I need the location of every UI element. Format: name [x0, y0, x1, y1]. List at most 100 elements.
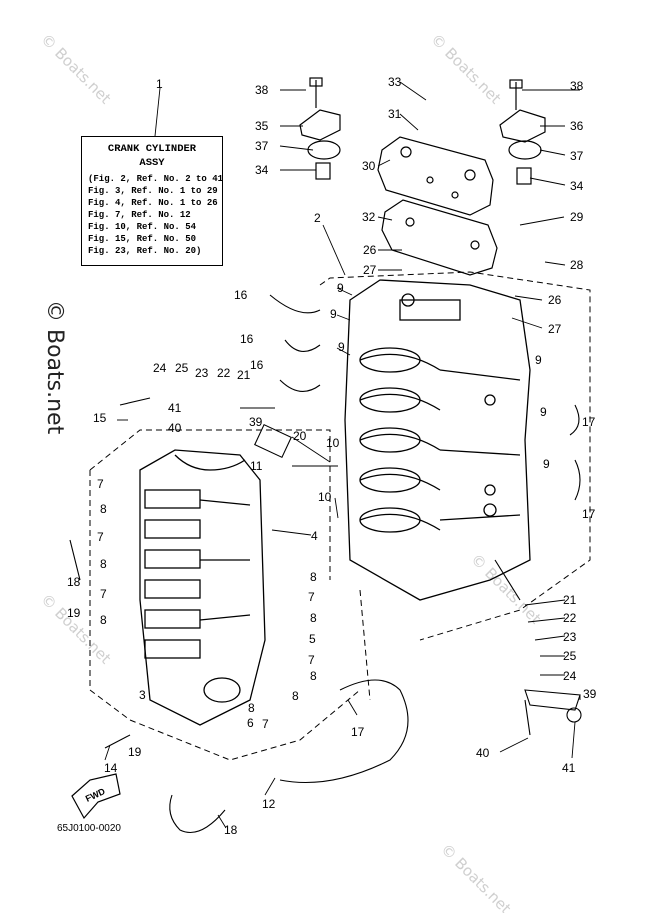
callout-1: 1 [156, 77, 163, 91]
forward-arrow-icon [71, 773, 121, 820]
cylinder-block [139, 449, 266, 726]
callout-41: 41 [562, 761, 576, 775]
callout-34: 34 [570, 179, 584, 193]
callout-8: 8 [100, 557, 107, 571]
callout-39: 39 [249, 415, 263, 429]
callout-31: 31 [388, 107, 402, 121]
cylinder-cover [377, 136, 494, 216]
callout-17: 17 [582, 507, 596, 521]
callout-14: 14 [104, 761, 118, 775]
callout-9: 9 [338, 340, 345, 354]
callout-17: 17 [351, 725, 365, 739]
part-callouts: 1 2 3 4 5 6 7 7 7 7 7 7 8 8 8 8 8 8 8 8 … [67, 75, 597, 837]
callout-8: 8 [310, 669, 317, 683]
callout-33: 33 [388, 75, 402, 89]
watermark: © Boats.net [37, 30, 115, 108]
callout-8: 8 [100, 502, 107, 516]
callout-7: 7 [97, 530, 104, 544]
assembly-reference-line: Fig. 10, Ref. No. 54 [88, 222, 197, 232]
callout-16: 16 [250, 358, 264, 372]
callout-7: 7 [100, 587, 107, 601]
assembly-title: CRANK CYLINDER [107, 143, 197, 155]
drawing-code: 65J0100-0020 [57, 823, 121, 834]
assembly-reference-line: Fig. 7, Ref. No. 12 [88, 210, 191, 220]
callout-34: 34 [255, 163, 269, 177]
watermark: © Boats.net [467, 550, 545, 628]
callout-15: 15 [93, 411, 107, 425]
callout-8: 8 [100, 613, 107, 627]
callout-29: 29 [570, 210, 584, 224]
callout-9: 9 [337, 281, 344, 295]
watermark: © Boats.net [427, 30, 505, 108]
assembly-reference-line: Fig. 15, Ref. No. 50 [88, 234, 197, 244]
callout-10: 10 [326, 436, 340, 450]
callout-38: 38 [570, 79, 584, 93]
callout-21: 21 [563, 593, 577, 607]
assembly-reference-box: CRANK CYLINDER ASSY (Fig. 2, Ref. No. 2 … [81, 136, 223, 266]
callout-9: 9 [330, 307, 337, 321]
callout-26: 26 [548, 293, 562, 307]
hoses-and-bolts [69, 294, 582, 834]
callout-37: 37 [255, 139, 269, 153]
callout-6: 6 [247, 716, 254, 730]
callout-30: 30 [362, 159, 376, 173]
crankcase-body [344, 279, 531, 601]
callout-8: 8 [310, 570, 317, 584]
callout-24: 24 [563, 669, 577, 683]
callout-40: 40 [168, 421, 182, 435]
callout-9: 9 [535, 353, 542, 367]
callout-39: 39 [583, 687, 597, 701]
callout-24: 24 [153, 361, 167, 375]
callout-7: 7 [308, 590, 315, 604]
callout-7: 7 [308, 653, 315, 667]
callout-27: 27 [363, 263, 377, 277]
callout-4: 4 [311, 529, 318, 543]
callout-12: 12 [262, 797, 276, 811]
callout-23: 23 [195, 366, 209, 380]
callout-32: 32 [362, 210, 376, 224]
callout-11: 11 [250, 459, 263, 473]
callout-18: 18 [67, 575, 81, 589]
callout-5: 5 [309, 632, 316, 646]
assembly-reference-line: Fig. 23, Ref. No. 20) [88, 246, 202, 256]
callout-22: 22 [563, 611, 577, 625]
assembly-reference-line: Fig. 4, Ref. No. 1 to 26 [88, 198, 218, 208]
assembly-outline [89, 271, 591, 761]
callout-28: 28 [570, 258, 584, 272]
callout-9: 9 [543, 457, 550, 471]
assembly-reference-line: (Fig. 2, Ref. No. 2 to 41 [88, 174, 224, 184]
callout-19: 19 [128, 745, 142, 759]
callout-7: 7 [97, 477, 104, 491]
callout-16: 16 [234, 288, 248, 302]
anode-left [299, 77, 341, 180]
callout-35: 35 [255, 119, 269, 133]
callout-38: 38 [255, 83, 269, 97]
callout-26: 26 [363, 243, 377, 257]
callout-21: 21 [237, 368, 251, 382]
watermark: © Boats.net [37, 590, 115, 668]
callout-27: 27 [548, 322, 562, 336]
callout-8: 8 [292, 689, 299, 703]
callout-23: 23 [563, 630, 577, 644]
callout-17: 17 [582, 415, 596, 429]
watermark-side: © Boats.net [42, 300, 67, 435]
callout-8: 8 [248, 701, 255, 715]
cover-gasket [381, 199, 498, 276]
callout-18: 18 [224, 823, 238, 837]
callout-25: 25 [175, 361, 189, 375]
callout-3: 3 [139, 688, 146, 702]
callout-36: 36 [570, 119, 584, 133]
callout-20: 20 [293, 429, 307, 443]
callout-25: 25 [563, 649, 577, 663]
callout-10: 10 [318, 490, 332, 504]
callout-16: 16 [240, 332, 254, 346]
callout-22: 22 [217, 366, 231, 380]
callout-37: 37 [570, 149, 584, 163]
assembly-subtitle: ASSY [139, 157, 165, 169]
callout-9: 9 [540, 405, 547, 419]
callout-2: 2 [314, 211, 321, 225]
watermark: © Boats.net [437, 840, 515, 913]
leader-lines [104, 81, 581, 829]
assembly-reference-line: Fig. 3, Ref. No. 1 to 29 [88, 186, 218, 196]
